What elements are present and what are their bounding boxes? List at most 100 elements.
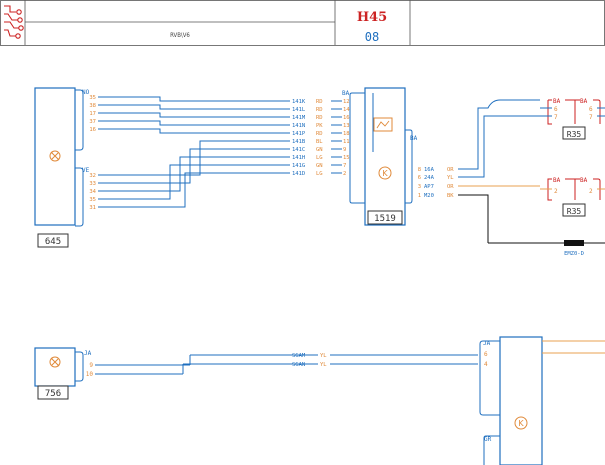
pin-1519-left-18: 18 [343, 131, 350, 137]
component-bottom-right: JA 6 4 K GR [479, 336, 605, 465]
pin-645-top-37: 37 [89, 119, 96, 125]
relay-k-icon: K [378, 166, 392, 180]
connector-label-ba-left: BA [342, 90, 350, 97]
r35-bot-pin-l: 2 [554, 188, 558, 195]
connector-label-ve: VE [82, 167, 90, 174]
wire-code-141P: 141P [292, 131, 306, 137]
wire-141L [98, 104, 290, 110]
wire-code-141K: 141K [292, 99, 306, 105]
svg-text:K: K [382, 169, 388, 178]
wire-141D [98, 172, 290, 208]
component-r35-top: BA BA 6 7 6 7 R35 [540, 98, 605, 140]
wire-141C [98, 148, 290, 184]
wire-color-M20: BK [447, 193, 454, 199]
r35-top-id: R35 [567, 130, 582, 139]
ecu-symbol-icon [49, 150, 61, 162]
ecu-symbol-icon-756 [49, 356, 61, 368]
pin-1519-left-16: 16 [343, 115, 350, 121]
wire-color-141L: RD [316, 107, 323, 113]
wire-sgan-color: YL [320, 362, 327, 368]
pin-645-top-16: 16 [89, 127, 96, 133]
pin-1519-right-6: 6 [418, 175, 421, 181]
page-code: H45 [357, 10, 387, 25]
pin-1519-left-13: 13 [343, 123, 350, 129]
wire-sgam-color: YL [320, 353, 327, 359]
pin-1519-left-7: 7 [343, 163, 346, 169]
pin-1519-right-8: 8 [418, 167, 421, 173]
pin-1519-left-11: 11 [343, 139, 350, 145]
wire-color-141D: LG [316, 171, 323, 177]
pin-1519-left-2: 2 [343, 171, 346, 177]
connector-label-no: NO [82, 89, 90, 96]
pin-645-top-38: 38 [89, 103, 96, 109]
r35-top-pin-l1: 6 [554, 106, 558, 113]
component-id-756: 756 [45, 389, 61, 399]
r35-top-conn-right: BA [580, 98, 588, 105]
wire-code-141H: 141H [292, 155, 305, 161]
wire-code-141B: 141B [292, 139, 306, 145]
connector-logo-icon [4, 5, 24, 39]
pin-645-top-17: 17 [89, 111, 96, 117]
pin-1519-left-14: 14 [343, 107, 350, 113]
wire-16A [458, 99, 540, 170]
pin-645-bottom-33: 33 [89, 181, 96, 187]
ground-label: EMZ0-D [564, 251, 584, 257]
component-r35-bottom: BA BA 2 2 R35 [540, 177, 605, 217]
wire-code-M20: M20 [424, 193, 434, 199]
pin-br-4: 4 [484, 361, 488, 368]
wire-color-141C: GN [316, 147, 323, 153]
pin-1519-left-15: 15 [343, 155, 350, 161]
page-number: 08 [365, 30, 379, 44]
wire-M20 [458, 194, 489, 203]
r35-top-pin-r2: 7 [589, 114, 593, 121]
wire-141K [98, 96, 290, 102]
wire-code-24A: 24A [424, 175, 435, 181]
wire-code-141N: 141N [292, 123, 305, 129]
header: RVB\V6 H45 08 [0, 0, 605, 46]
wire-color-141N: PK [316, 123, 323, 129]
r35-top-conn-left: BA [553, 98, 561, 105]
wire-141N [98, 120, 290, 126]
pin-756-9: 9 [89, 362, 93, 369]
wire-141P [98, 128, 290, 134]
sensor-icon [376, 120, 390, 129]
connector-label-ja-right: JA [483, 340, 491, 347]
connector-label-ba-right: BA [410, 135, 418, 142]
pin-645-bottom-32: 32 [89, 173, 96, 179]
wire-141B [98, 140, 290, 176]
r35-bot-conn-right: BA [580, 177, 588, 184]
pin-1519-right-3: 3 [418, 184, 421, 190]
svg-text:K: K [518, 419, 524, 428]
pin-645-bottom-34: 34 [89, 189, 96, 195]
pin-645-bottom-35: 35 [89, 197, 96, 203]
r35-bot-pin-r: 2 [589, 188, 593, 195]
pin-645-top-35: 35 [89, 95, 96, 101]
component-id-645: 645 [45, 237, 61, 247]
wire-24A [458, 115, 540, 178]
r35-top-pin-r1: 6 [589, 106, 593, 113]
wire-code-141D: 141D [292, 171, 305, 177]
wire-color-141G: GN [316, 163, 323, 169]
wire-color-24A: YL [447, 175, 454, 181]
r35-bot-conn-left: BA [553, 177, 561, 184]
relay-k-icon-br: K [514, 416, 528, 430]
wire-color-141H: LG [316, 155, 323, 161]
pin-1519-left-12: 12 [343, 99, 350, 105]
component-756: 756 JA 9 10 [34, 347, 93, 400]
wire-141H [98, 156, 290, 192]
r35-bot-id: R35 [567, 207, 582, 216]
connector-label-ja-756: JA [84, 350, 92, 357]
wire-code-141L: 141L [292, 107, 306, 113]
wire-color-141K: RD [316, 99, 323, 105]
header-center-text: RVB\V6 [170, 32, 190, 39]
wire-141G [98, 164, 290, 200]
wires-756: SGAM YL SGAN YL [95, 353, 478, 375]
wire-code-141M: 141M [292, 115, 306, 121]
